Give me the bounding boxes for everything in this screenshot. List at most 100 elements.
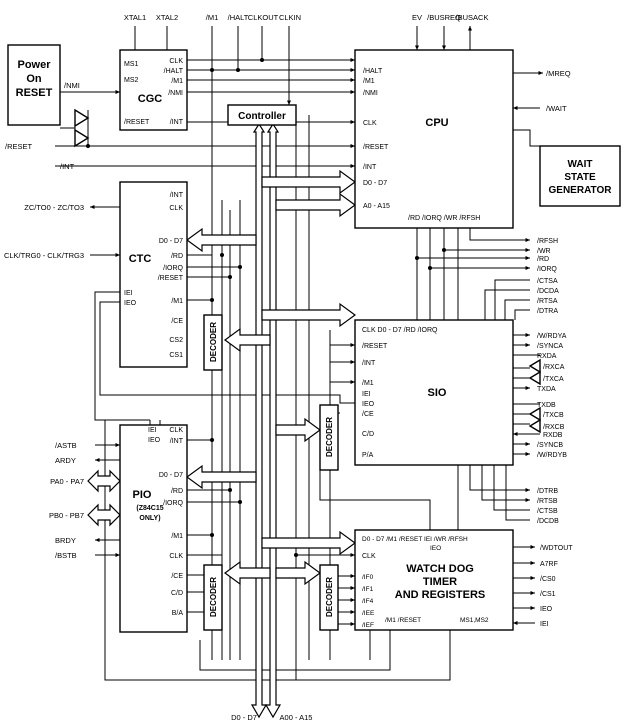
pio-pin-ba: B/A xyxy=(172,610,184,617)
cpu-pin-halt: /HALT xyxy=(363,68,383,75)
signal-xtal2: XTAL2 xyxy=(156,13,178,22)
wdt-bottom-right-pins: MS1,MS2 xyxy=(460,617,489,624)
signal-zcto: ZC/TO0 - ZC/TO3 xyxy=(24,203,84,212)
ctc-pin-iorq: /IORQ xyxy=(163,265,183,272)
signal-wait: /WAIT xyxy=(546,104,567,113)
bottom-data-bus-label: D0 - D7 xyxy=(231,713,257,722)
signal-iorq: /IORQ xyxy=(537,266,557,273)
pio-decoder xyxy=(203,564,223,631)
ctc-pin-clk: CLK xyxy=(169,205,183,212)
data-bus-vertical xyxy=(250,122,268,719)
signal-ieo: IEO xyxy=(540,606,553,613)
cgc-block: CGC MS1 MS2 /RESET CLK /HALT /M1 /NMI /I… xyxy=(119,49,188,131)
pio-pin-ieo: IEO xyxy=(148,437,161,444)
signal-ev: EV xyxy=(412,13,422,22)
ctc-pin-int: /INT xyxy=(170,192,184,199)
pio-data-bus xyxy=(185,464,257,490)
ctc-pin-iei: IEI xyxy=(124,290,133,297)
signal-clkin: CLKIN xyxy=(279,13,301,22)
pio-pin-iorq: /IORQ xyxy=(163,500,183,507)
cpu-pin-nmi: /NMI xyxy=(363,90,378,97)
top-signal-labels: XTAL1 XTAL2 /M1 /HALT CLKOUT CLKIN EV /B… xyxy=(124,13,489,22)
ctc-decoder-label: DECODER xyxy=(209,322,218,362)
signal-astb: /ASTB xyxy=(55,441,77,450)
signal-dtra: /DTRA xyxy=(537,308,558,315)
pio-pin-data: D0 - D7 xyxy=(159,472,183,479)
cpu-pin-clk: CLK xyxy=(363,120,377,127)
ctc-title: CTC xyxy=(129,253,152,265)
pio-pin-cd: C/D xyxy=(171,590,183,597)
signal-nmi: /NMI xyxy=(64,81,80,90)
signal-clktrg: CLK/TRG0 - CLK/TRG3 xyxy=(4,251,84,260)
pb-port-bus xyxy=(87,503,121,527)
ctc-decoder-bus xyxy=(223,327,271,353)
sio-title: SIO xyxy=(428,387,447,399)
signal-rxca: /RXCA xyxy=(543,364,565,371)
power-on-reset-block: Power On RESET xyxy=(7,44,90,148)
cpu-pin-int: /INT xyxy=(363,164,377,171)
sio-data-bus xyxy=(261,302,357,328)
pio-block: PIO (Z84C15 ONLY) IEI IEO CLK /INT D0 - … xyxy=(119,424,188,633)
wait-state-generator-block: WAIT STATE GENERATOR xyxy=(539,145,621,207)
wdt-bottom-left-pins: /M1 /RESET xyxy=(385,617,421,624)
cpu-pin-m1: /M1 xyxy=(363,78,375,85)
sio-clock-buffers xyxy=(528,358,541,434)
signal-txdb: TXDB xyxy=(537,402,556,409)
pio-pin-rd: /RD xyxy=(171,488,183,495)
cgc-pin-ms2: MS2 xyxy=(124,77,139,84)
decoders: DECODER DECODER DECODER DECODER xyxy=(203,314,339,631)
signal-ctsb: /CTSB xyxy=(537,508,558,515)
ctc-pin-ieo: IEO xyxy=(124,300,137,307)
power-on-reset-line3: RESET xyxy=(16,87,53,99)
ctc-data-bus xyxy=(185,227,257,253)
signal-cs1: /CS1 xyxy=(540,591,556,598)
pio-subtitle-1: (Z84C15 xyxy=(136,505,163,512)
wdt-pin-if0: /IF0 xyxy=(362,574,374,581)
signal-wrdyb: /W/RDYB xyxy=(537,452,567,459)
signal-rxda: RXDA xyxy=(537,353,557,360)
rxca-buffer xyxy=(528,358,541,374)
cgc-pin-reset: /RESET xyxy=(124,119,150,126)
wdt-pin-clk: CLK xyxy=(362,553,376,560)
signal-xtal1: XTAL1 xyxy=(124,13,146,22)
signal-txda: TXDA xyxy=(537,386,556,393)
buses xyxy=(87,122,357,719)
junction-dots xyxy=(86,58,446,557)
signal-ctsa: /CTSA xyxy=(537,278,558,285)
signal-rtsa: /RTSA xyxy=(537,298,558,305)
reset-buffer-symbol-2 xyxy=(74,128,90,148)
pio-title: PIO xyxy=(133,489,152,501)
sio-top-pins: CLK D0 - D7 /RD /IORQ xyxy=(362,327,438,334)
pio-pin-clk2: CLK xyxy=(169,553,183,560)
controller-block: Controller xyxy=(227,104,297,126)
cgc-pin-clk: CLK xyxy=(169,58,183,65)
ctc-pin-cs1: CS1 xyxy=(169,352,183,359)
signal-wr: /WR xyxy=(537,248,551,255)
ctc-pin-m1: /M1 xyxy=(171,298,183,305)
ctc-pin-rd: /RD xyxy=(171,253,183,260)
signal-cs0: /CS0 xyxy=(540,576,556,583)
pio-subtitle-2: ONLY) xyxy=(139,515,160,522)
signal-halt: /HALT xyxy=(228,13,249,22)
signal-rxcb: /RXCB xyxy=(543,424,565,431)
ctc-pin-ce: /CE xyxy=(171,318,183,325)
signal-wrdya: /W/RDYA xyxy=(537,333,567,340)
wdt-title-line2: TIMER xyxy=(423,576,457,588)
signal-dcda: /DCDA xyxy=(537,288,559,295)
wdt-decoder-label: DECODER xyxy=(325,577,334,617)
wdt-decoder-bus xyxy=(275,560,322,586)
cpu-bottom-pins: /RD /IORQ /WR /RFSH xyxy=(408,215,480,222)
txca-buffer xyxy=(528,370,541,386)
signal-reset: /RESET xyxy=(5,142,33,151)
cgc-pin-halt: /HALT xyxy=(164,68,184,75)
cpu-pin-data: D0 - D7 xyxy=(363,180,387,187)
signal-busreq: /BUSREQ xyxy=(427,13,461,22)
wdt-pin-if1: /IF1 xyxy=(362,586,374,593)
cpu-data-bus xyxy=(261,169,357,195)
bottom-address-bus-label: A00 - A15 xyxy=(280,713,313,722)
power-on-reset-line2: On xyxy=(26,73,42,85)
sio-block: SIO CLK D0 - D7 /RD /IORQ /RESET /INT /M… xyxy=(354,319,514,466)
pio-decoder-label: DECODER xyxy=(209,577,218,617)
wdt-title-line1: WATCH DOG xyxy=(406,563,474,575)
